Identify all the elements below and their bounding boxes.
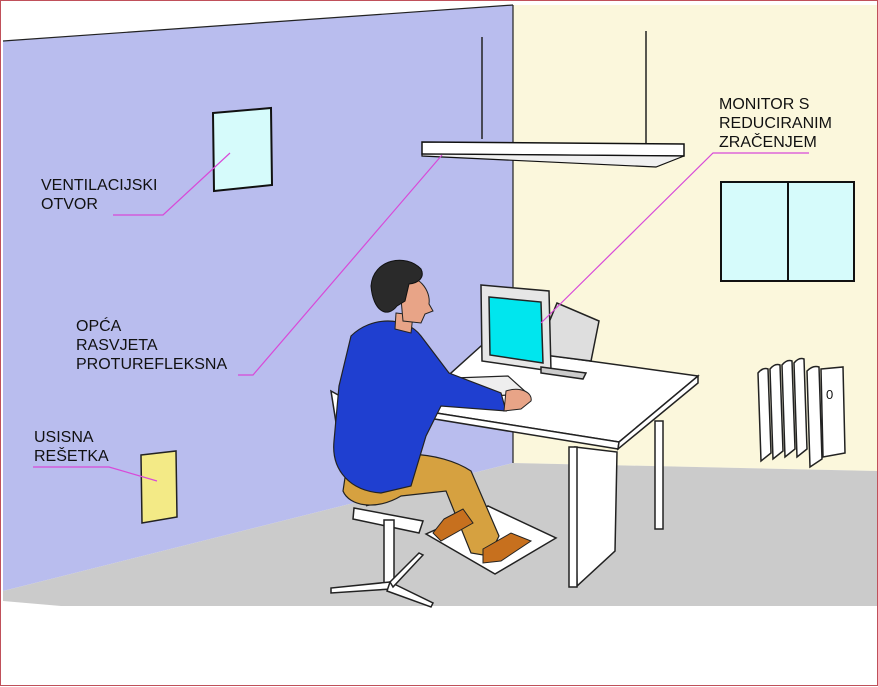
ventilation-opening (213, 108, 272, 191)
label-lighting-line-2: RASVJETA (76, 337, 158, 354)
label-ventilation-line-2: OTVOR (41, 196, 98, 213)
label-ventilation-line-1: VENTILACIJSKI (41, 177, 157, 194)
label-monitor-line-2: REDUCIRANIM (719, 115, 832, 132)
label-lighting-line-1: OPĆA (76, 316, 122, 335)
radiator-symbol: 0 (826, 387, 833, 402)
label-intake-line-1: USISNA (34, 429, 94, 446)
label-intake-line-2: REŠETKA (34, 446, 109, 465)
radiator: 0 (758, 359, 845, 468)
label-monitor-line-3: ZRAČENJEM (719, 132, 817, 151)
label-monitor-line-1: MONITOR S (719, 96, 809, 113)
label-lighting-line-3: PROTUREFLEKSNA (76, 356, 227, 373)
intake-grille (141, 451, 177, 523)
window (721, 182, 854, 281)
